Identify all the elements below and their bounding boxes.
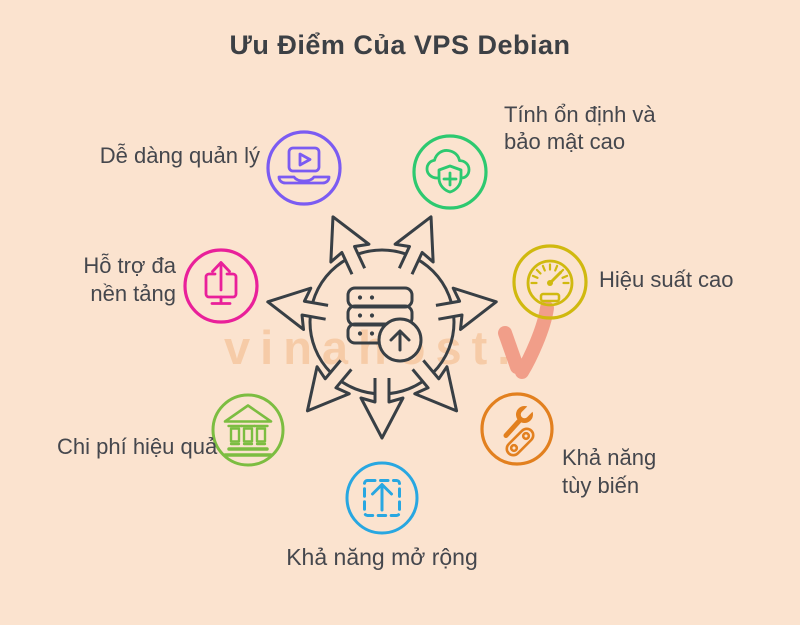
speedometer-icon <box>512 244 588 320</box>
monitor-upload-icon <box>183 248 259 324</box>
watermark-v-logo <box>498 301 554 379</box>
label-customization: Khả năng tùy biến <box>562 445 657 498</box>
expand-arrow-icon <box>345 461 419 535</box>
bank-icon <box>211 393 285 467</box>
label-cost-effective: Chi phí hiệu quả <box>57 434 218 459</box>
label-stability-security: Tính ổn định và bảo mật cao <box>504 102 656 154</box>
label-easy-management: Dễ dàng quản lý <box>99 143 260 168</box>
tools-icon <box>480 392 554 466</box>
cloud-shield-plus-icon <box>412 134 488 210</box>
label-scalability: Khả năng mở rộng <box>286 544 478 570</box>
label-performance: Hiệu suất cao <box>599 267 734 292</box>
center-hub-graphic <box>266 215 498 440</box>
hub-outline <box>266 215 498 440</box>
page-title: Ưu Điểm Của VPS Debian <box>229 30 571 60</box>
hub-arrows <box>266 215 498 440</box>
laptop-play-icon <box>266 130 342 206</box>
server-upload-icon <box>346 286 423 363</box>
watermark-text: vinahost. <box>224 321 521 374</box>
label-multi-platform: Hỗ trợ đa nền tảng <box>83 253 176 306</box>
wrench-glyph <box>503 401 538 438</box>
